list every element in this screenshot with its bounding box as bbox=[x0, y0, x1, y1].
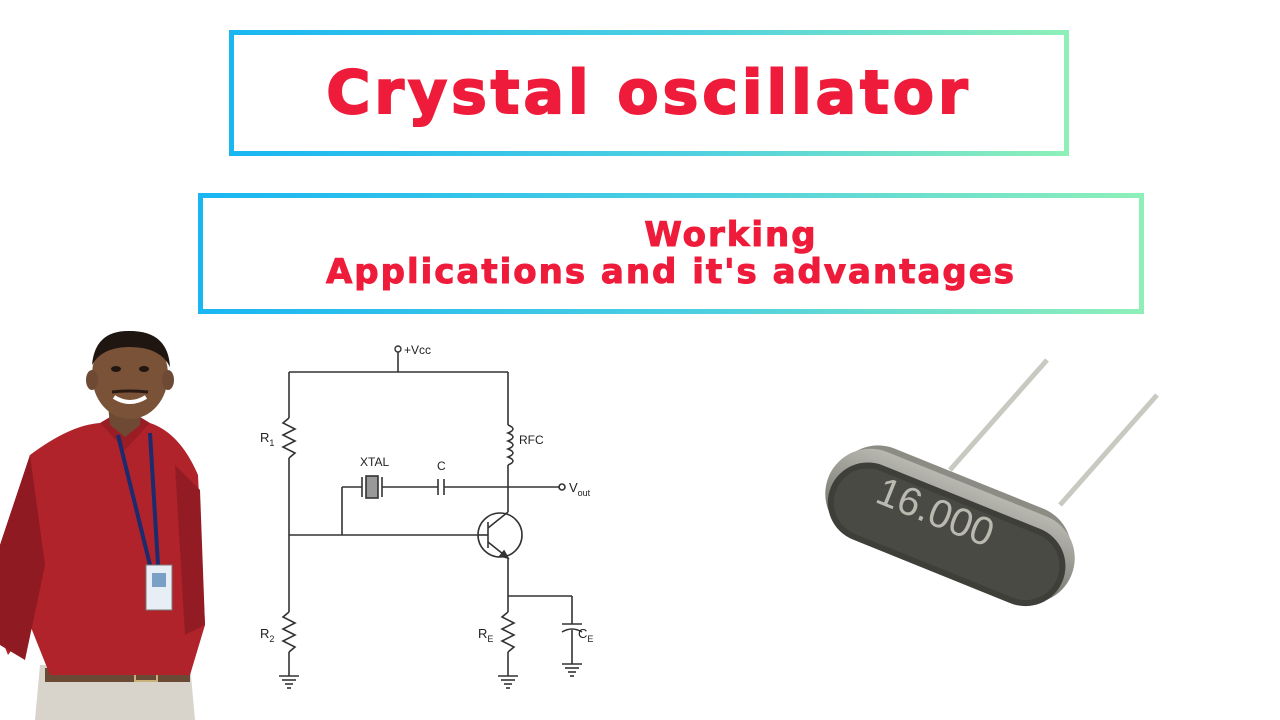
label-ce: CE bbox=[578, 626, 593, 644]
crystal-oscillator-circuit: +Vcc R1 R2 RE CE RFC XTAL C Vout bbox=[260, 343, 593, 689]
id-card bbox=[145, 564, 173, 611]
label-r2: R2 bbox=[260, 626, 274, 644]
subtitle-line-2: Applications and it's advantages bbox=[325, 251, 1017, 292]
label-c: C bbox=[437, 459, 446, 473]
label-r1: R1 bbox=[260, 430, 274, 448]
page-title: Crystal oscillator bbox=[325, 57, 972, 129]
subtitle-line-1: Working bbox=[644, 214, 818, 255]
subtitle-box: Working Applications and it's advantages bbox=[198, 193, 1144, 314]
label-re: RE bbox=[478, 626, 493, 644]
presenter-image bbox=[0, 330, 205, 720]
label-vcc: +Vcc bbox=[404, 343, 431, 357]
label-xtal: XTAL bbox=[360, 455, 389, 469]
label-rfc: RFC bbox=[519, 433, 544, 447]
crystal-component-image: 16.000 bbox=[825, 358, 1159, 607]
label-vout: Vout bbox=[569, 480, 591, 498]
title-box: Crystal oscillator bbox=[229, 30, 1069, 156]
